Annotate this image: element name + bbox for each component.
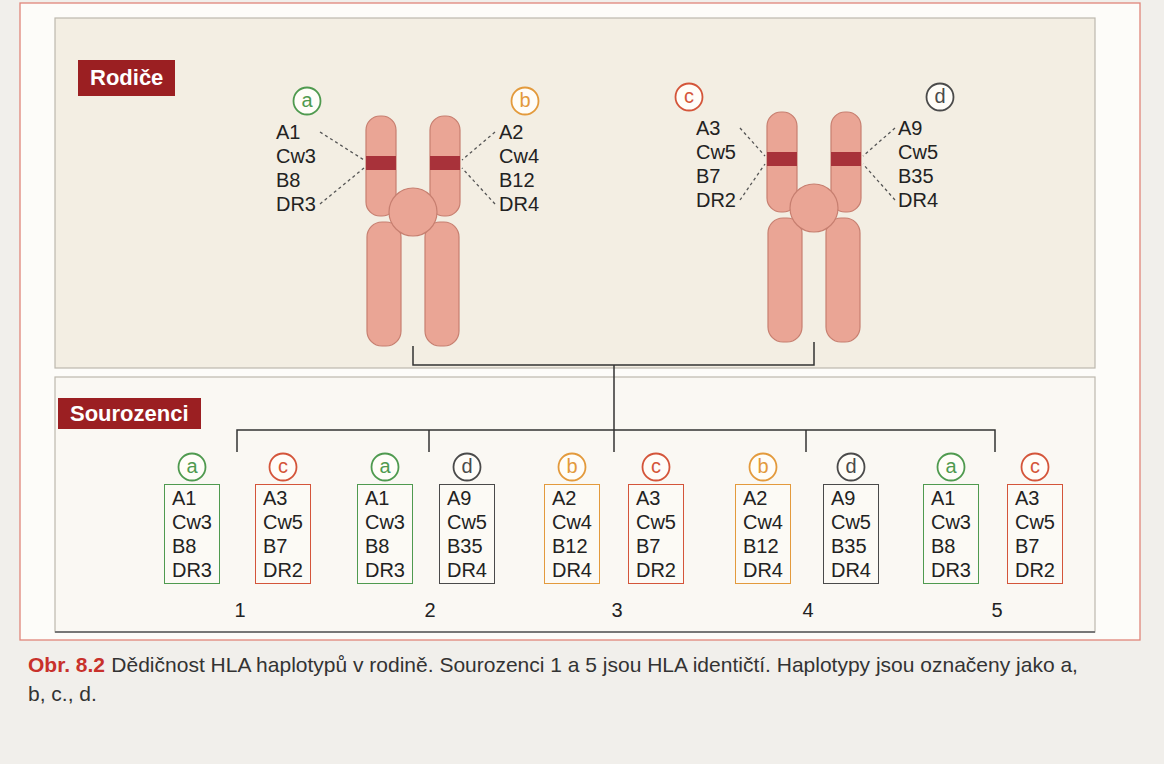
haplotype-box: A1 Cw3 B8 DR3	[923, 484, 979, 584]
hla-band	[831, 152, 861, 166]
haplotype-letter: c	[268, 452, 298, 480]
centromere	[389, 188, 437, 236]
leader-line	[740, 128, 765, 156]
haplotype-box: A9 Cw5 B35 DR4	[823, 484, 879, 584]
haplotype-letter: b	[748, 452, 778, 480]
figure-caption: Dědičnost HLA haplotypů v rodině. Souroz…	[28, 653, 1078, 705]
pedigree-line	[413, 342, 814, 365]
panel-rule	[55, 631, 1095, 633]
leader-line	[320, 132, 364, 160]
sibling-number: 3	[611, 598, 622, 622]
haplotype-box: A2 Cw4 B12 DR4	[735, 484, 791, 584]
haplotype-circle: a	[177, 452, 207, 482]
haplotype-circle: c	[268, 452, 298, 482]
siblings-panel	[55, 377, 1095, 632]
haplotype-letter: c	[1020, 452, 1050, 480]
haplotype-letter: c	[674, 82, 704, 110]
haplotype-letter: a	[370, 452, 400, 480]
haplotype-circle: b	[748, 452, 778, 482]
haplotype-letter: c	[641, 452, 671, 480]
haplotype-circle: c	[1020, 452, 1050, 482]
leader-line	[863, 164, 895, 200]
section-tag: Sourozenci	[58, 398, 201, 429]
hla-band	[366, 156, 396, 170]
hla-alleles: A2 Cw4 B12 DR4	[552, 486, 592, 582]
section-title: Rodiče	[90, 65, 163, 90]
haplotype-box: A3 Cw5 B7 DR2	[628, 484, 684, 584]
hla-band	[767, 152, 797, 166]
hla-alleles: A1 Cw3 B8 DR3	[365, 486, 405, 582]
haplotype-letter: d	[925, 82, 955, 110]
haplotype-circle: d	[452, 452, 482, 482]
haplotype-circle: c	[674, 82, 704, 112]
outer-frame	[20, 3, 1140, 640]
sibling-number: 2	[424, 598, 435, 622]
haplotype-letter: d	[452, 452, 482, 480]
haplotype-letter: a	[177, 452, 207, 480]
parents-panel	[55, 18, 1095, 368]
haplotype-box: A9 Cw5 B35 DR4	[439, 484, 495, 584]
hla-alleles: A3 Cw5 B7 DR2	[1015, 486, 1055, 582]
haplotype-circle: a	[292, 86, 322, 116]
pedigree-line	[237, 430, 995, 452]
chromatid	[367, 222, 401, 346]
haplotype-circle: b	[557, 452, 587, 482]
hla-alleles: A3 Cw5 B7 DR2	[696, 116, 736, 212]
haplotype-circle: c	[641, 452, 671, 482]
sibling-number: 1	[234, 598, 245, 622]
hla-alleles: A3 Cw5 B7 DR2	[636, 486, 676, 582]
leader-line	[462, 132, 495, 160]
pedigree-line	[428, 430, 430, 452]
hla-alleles: A9 Cw5 B35 DR4	[447, 486, 487, 582]
sibling-number: 5	[991, 598, 1002, 622]
centromere	[790, 184, 838, 232]
chromatid	[425, 222, 459, 346]
sibling-number: 4	[802, 598, 813, 622]
haplotype-letter: a	[936, 452, 966, 480]
hla-alleles: A1 Cw3 B8 DR3	[931, 486, 971, 582]
haplotype-circle: d	[836, 452, 866, 482]
section-tag: Rodiče	[78, 60, 175, 96]
haplotype-box: A3 Cw5 B7 DR2	[1007, 484, 1063, 584]
hla-alleles: A1 Cw3 B8 DR3	[276, 120, 316, 216]
haplotype-letter: d	[836, 452, 866, 480]
chromatid	[826, 218, 860, 342]
haplotype-box: A2 Cw4 B12 DR4	[544, 484, 600, 584]
pedigree-line	[613, 365, 615, 452]
haplotype-circle: a	[370, 452, 400, 482]
section-title: Sourozenci	[70, 401, 189, 426]
haplotype-box: A1 Cw3 B8 DR3	[164, 484, 220, 584]
figure-number: Obr. 8.2	[28, 653, 105, 676]
leader-line	[320, 168, 364, 204]
haplotype-box: A1 Cw3 B8 DR3	[357, 484, 413, 584]
hla-alleles: A3 Cw5 B7 DR2	[263, 486, 303, 582]
haplotype-letter: b	[510, 86, 540, 114]
pedigree-line	[805, 430, 807, 452]
hla-alleles: A9 Cw5 B35 DR4	[898, 116, 938, 212]
haplotype-circle: a	[936, 452, 966, 482]
haplotype-letter: a	[292, 86, 322, 114]
haplotype-circle: b	[510, 86, 540, 116]
leader-line	[462, 168, 495, 204]
hla-alleles: A2 Cw4 B12 DR4	[743, 486, 783, 582]
chromatid	[768, 218, 802, 342]
leader-line	[740, 164, 765, 200]
haplotype-circle: d	[925, 82, 955, 112]
hla-alleles: A9 Cw5 B35 DR4	[831, 486, 871, 582]
haplotype-box: A3 Cw5 B7 DR2	[255, 484, 311, 584]
hla-alleles: A2 Cw4 B12 DR4	[499, 120, 539, 216]
haplotype-letter: b	[557, 452, 587, 480]
hla-alleles: A1 Cw3 B8 DR3	[172, 486, 212, 582]
hla-band	[430, 156, 460, 170]
leader-line	[863, 128, 895, 156]
